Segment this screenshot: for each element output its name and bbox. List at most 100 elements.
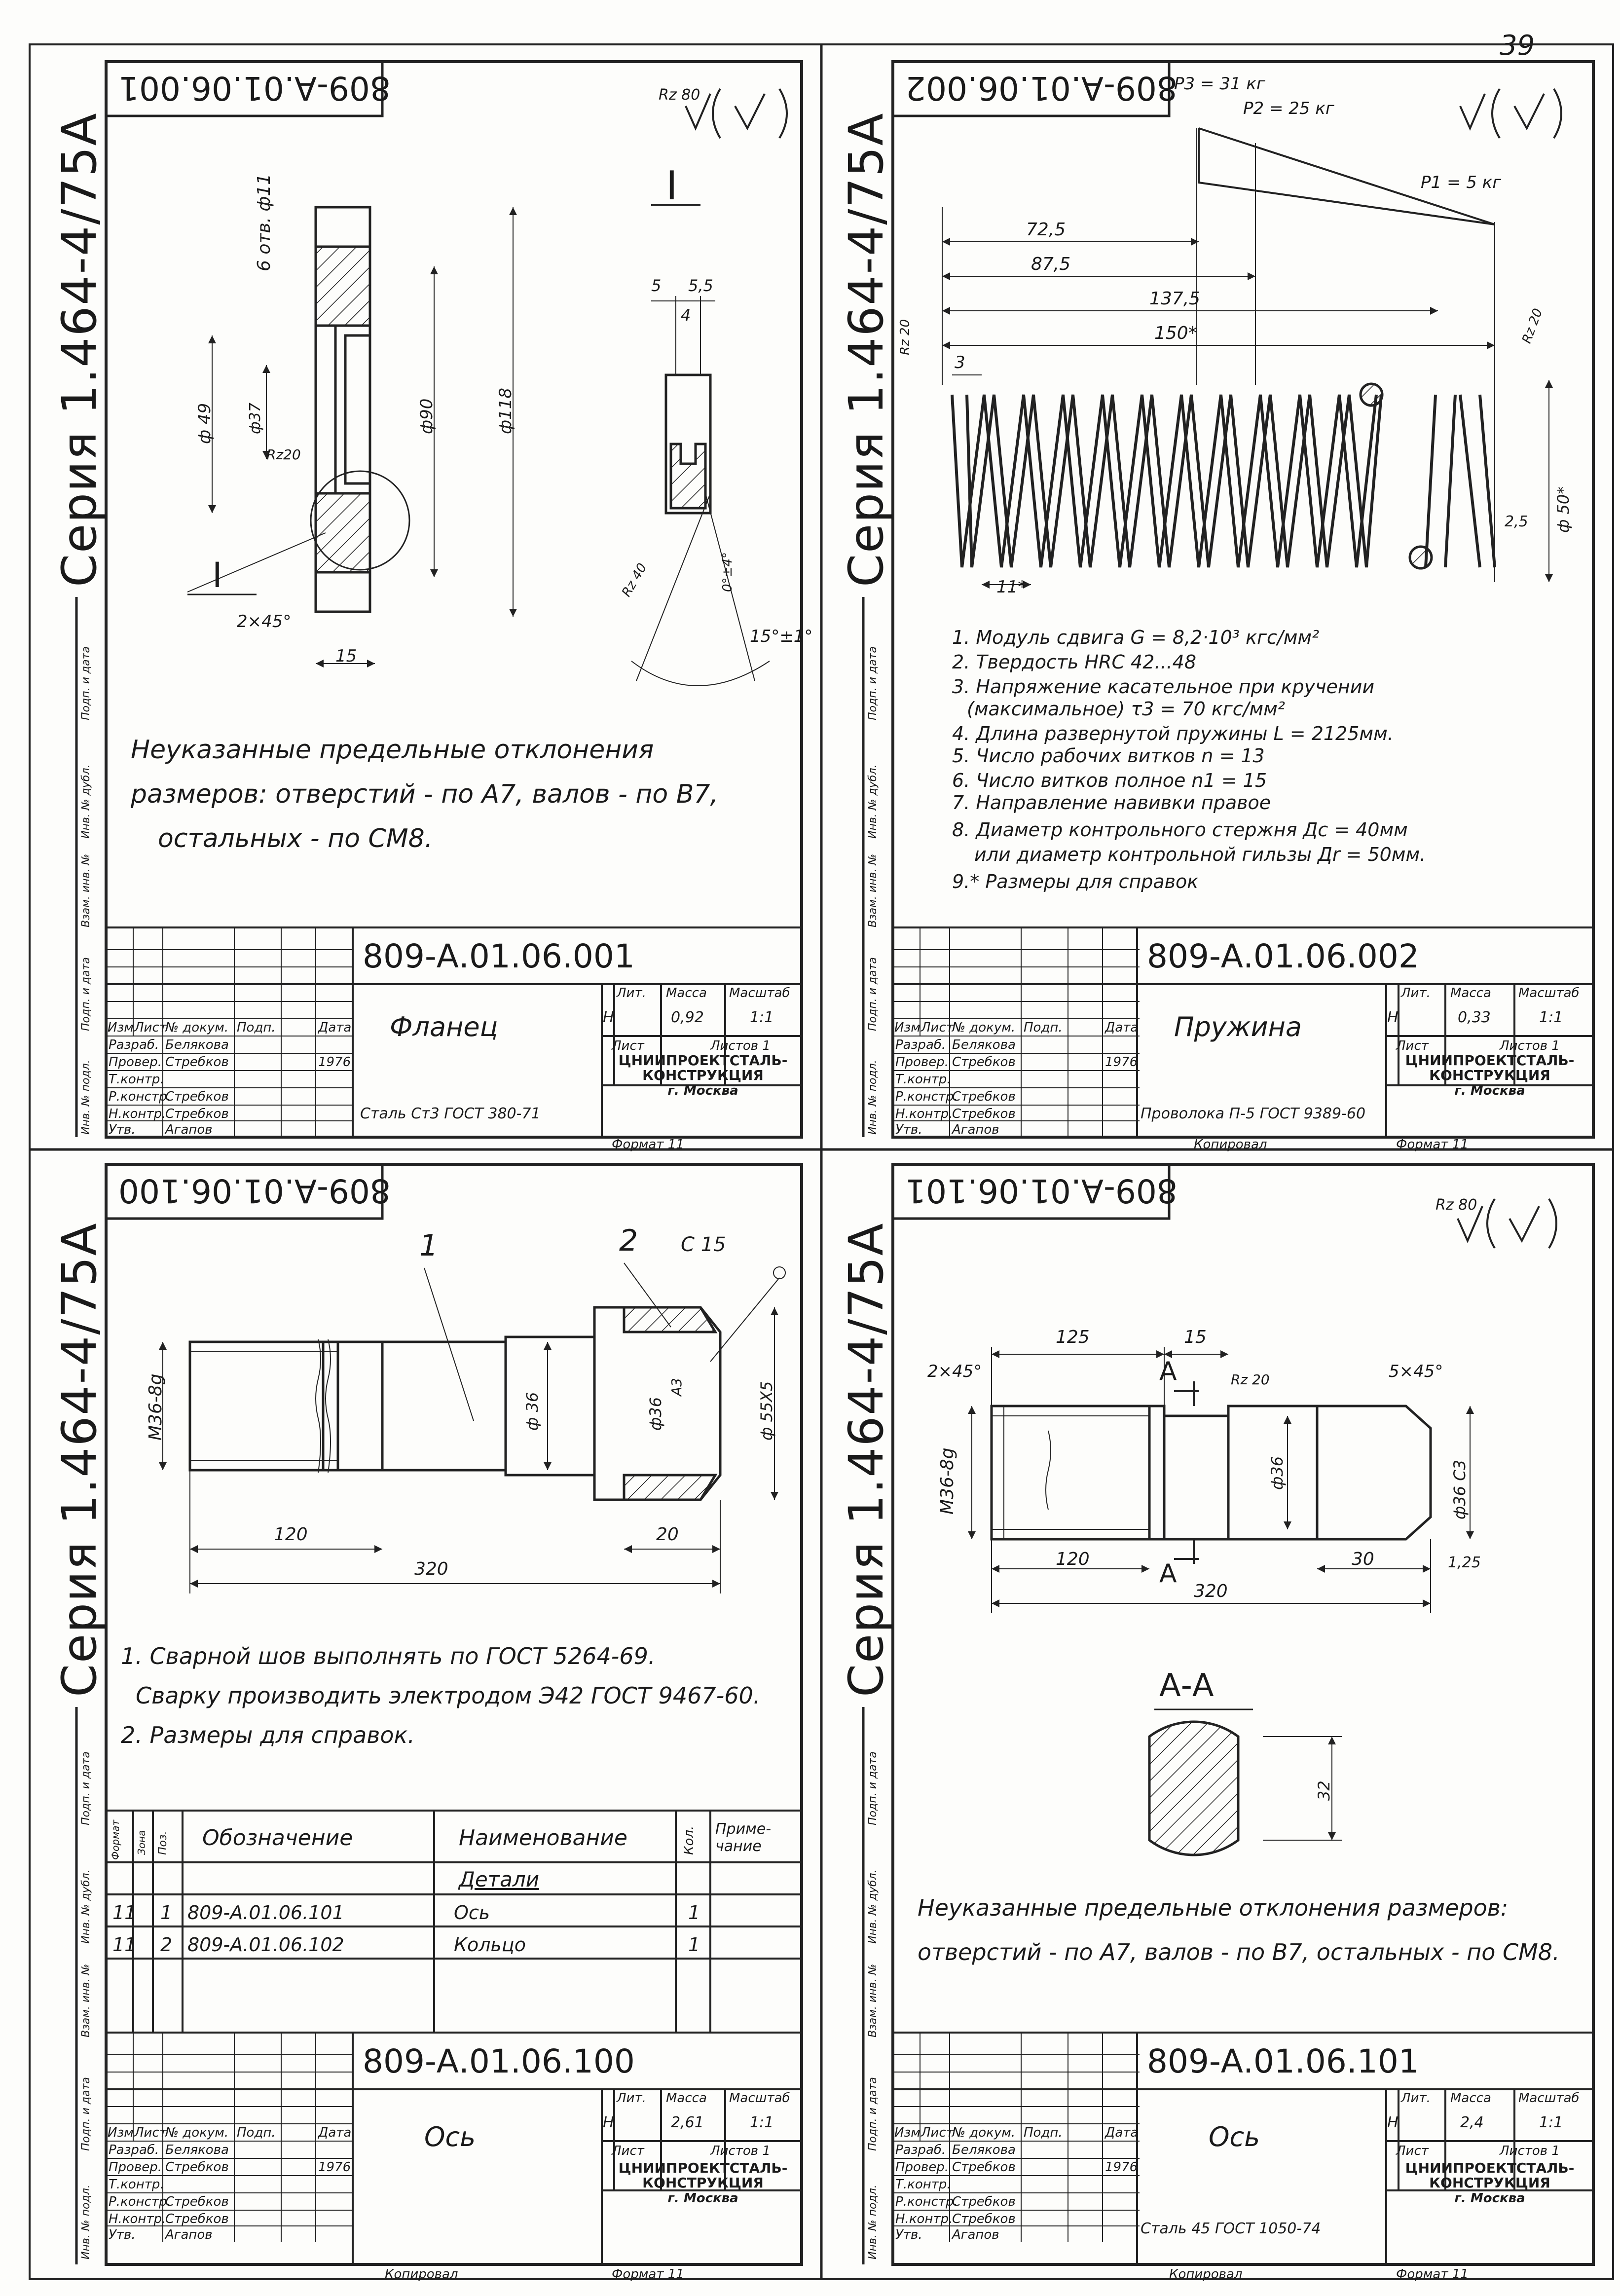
dim-label: 2×45°: [927, 1362, 982, 1381]
note-line: 1. Сварной шов выполнять по ГОСТ 5264-69…: [121, 1643, 656, 1669]
dim-label: 120: [1056, 1549, 1090, 1569]
dim-label: ф36 С3: [1450, 1460, 1469, 1519]
title-block-grids: [105, 926, 1594, 2265]
dim-label: 20: [656, 1524, 679, 1545]
title-part-name: Ось: [1209, 2121, 1260, 2152]
note-line: 6. Число витков полное n1 = 15: [952, 770, 1267, 791]
note-line: 2. Размеры для справок.: [121, 1722, 415, 1748]
weld-label: С 15: [681, 1233, 726, 1256]
title-mass: 2,4: [1460, 2114, 1484, 2131]
title-scale: 1:1: [750, 2114, 774, 2131]
dim-label: ф 50*: [1554, 486, 1573, 533]
roughness-label: Rz 80: [1436, 1196, 1477, 1214]
section-mark: I: [212, 555, 222, 595]
spec-row-name: Кольцо: [454, 1934, 526, 1956]
section-cut-mark: А: [1159, 1357, 1177, 1386]
note-line: Сварку производить электродом Э42 ГОСТ 9…: [136, 1682, 761, 1709]
dim-label: P3 = 31 кг: [1174, 74, 1265, 94]
dim-label: А3: [668, 1378, 685, 1396]
flange-drawing: [187, 204, 770, 686]
title-scale: 1:1: [750, 1009, 774, 1026]
dim-label: ф36: [1268, 1456, 1287, 1490]
spec-row-designation: 809-А.01.06.102: [187, 1934, 344, 1956]
dim-label: P2 = 25 кг: [1243, 99, 1334, 118]
dim-label: 2,5: [1505, 513, 1528, 530]
note-line: 2. Твердость HRC 42...48: [952, 651, 1197, 673]
title-part-name: Фланец: [390, 1011, 498, 1042]
side-label: Инв. № дубл.: [867, 1869, 879, 1944]
dim-label: 11*: [996, 577, 1027, 597]
dim-label: ф37: [247, 403, 264, 434]
side-label: Взам. инв. №: [80, 1963, 92, 2037]
side-label: Инв. № дубл.: [80, 764, 92, 839]
dim-label: 6 отв. ф11: [254, 173, 274, 271]
spec-header-note: Приме-чание: [715, 1820, 772, 1855]
dim-label: P1 = 5 кг: [1421, 173, 1502, 192]
side-label: Подп. и дата: [80, 957, 92, 1031]
title-mass-label: Масса: [666, 986, 707, 1000]
side-label: Взам. инв. №: [867, 853, 879, 927]
dim-label: М36-8g: [146, 1373, 166, 1441]
dim-label: Rz 20: [1231, 1371, 1270, 1388]
side-label: Инв. № подл.: [867, 1060, 879, 1135]
dim-label: М36-8g: [937, 1447, 957, 1515]
series-label: Серия 1.464-4/75А: [839, 1222, 894, 1697]
dim-label: 320: [1194, 1581, 1228, 1601]
side-label: Взам. инв. №: [867, 1963, 879, 2037]
title-sheet-label: Лист: [612, 1038, 644, 1053]
dim-label: 4: [681, 306, 691, 325]
doc-number-rotated: 809-А.01.06.101: [905, 1172, 1178, 1210]
title-mass: 0,33: [1458, 1009, 1491, 1026]
title-lit: Н: [1387, 1009, 1399, 1026]
note-line: размеров: отверстий - по А7, валов - по …: [131, 779, 719, 809]
side-label: Инв. № дубл.: [80, 1869, 92, 1944]
dim-label: ф 55Х5: [757, 1381, 776, 1441]
note-line: 4. Длина развернутой пружины L = 2125мм.: [952, 723, 1394, 744]
spec-row-designation: 809-А.01.06.101: [187, 1902, 344, 1924]
dim-label: 1,25: [1448, 1554, 1481, 1571]
dim-label: 5: [651, 276, 662, 295]
side-label: Инв. № подл.: [80, 1060, 92, 1135]
title-part-name: Ось: [424, 2121, 476, 2152]
spec-header-qty: Кол.: [682, 1825, 697, 1855]
side-label: Подп. и дата: [867, 2077, 879, 2151]
note-line: 9.* Размеры для справок: [952, 871, 1199, 892]
dim-label: 5×45°: [1389, 1362, 1443, 1381]
note-line: Неуказанные предельные отклонения размер…: [918, 1894, 1509, 1921]
dim-label: 72,5: [1026, 220, 1066, 240]
side-label: Подп. и дата: [867, 957, 879, 1031]
spec-row-pos: 1: [160, 1902, 173, 1924]
title-lit-label: Лит.: [617, 986, 646, 1000]
side-label: Инв. № подл.: [80, 2185, 92, 2259]
note-line: или диаметр контрольной гильзы Дr = 50мм…: [974, 844, 1426, 865]
note-line: 7. Направление навивки правое: [952, 792, 1271, 814]
spec-row-name: Ось: [454, 1902, 490, 1924]
position-label: 2: [619, 1223, 638, 1258]
doc-number-rotated: 809-А.01.06.001: [118, 69, 391, 107]
spec-row-qty: 1: [688, 1902, 700, 1924]
dim-label: 0°±4°: [720, 552, 735, 592]
dim-label: 30: [1352, 1549, 1374, 1569]
note-line: 8. Диаметр контрольного стержня Дc = 40м…: [952, 819, 1408, 841]
spec-row-qty: 1: [688, 1934, 700, 1956]
dim-label: ф36: [646, 1397, 665, 1431]
title-mass: 2,61: [671, 2114, 704, 2131]
dim-label: 15: [335, 646, 357, 666]
roughness-label: Rz 80: [659, 86, 700, 104]
dim-label: 5,5: [688, 276, 713, 295]
dim-label: 15: [1184, 1327, 1207, 1347]
series-label: Серия 1.464-4/75А: [52, 112, 107, 587]
axle-drawing: [968, 1347, 1474, 1856]
signature-grids: [106, 927, 1140, 2243]
series-label: Серия 1.464-4/75А: [52, 1222, 107, 1697]
side-label: Инв. № подл.: [867, 2185, 879, 2259]
doc-number-rotated: 809-А.01.06.002: [905, 69, 1178, 107]
title-material: Сталь 45 ГОСТ 1050-74: [1141, 2220, 1321, 2237]
title-lit: Н: [603, 1009, 614, 1026]
side-label: Взам. инв. №: [80, 853, 92, 927]
side-label: Подп. и дата: [867, 1751, 879, 1825]
